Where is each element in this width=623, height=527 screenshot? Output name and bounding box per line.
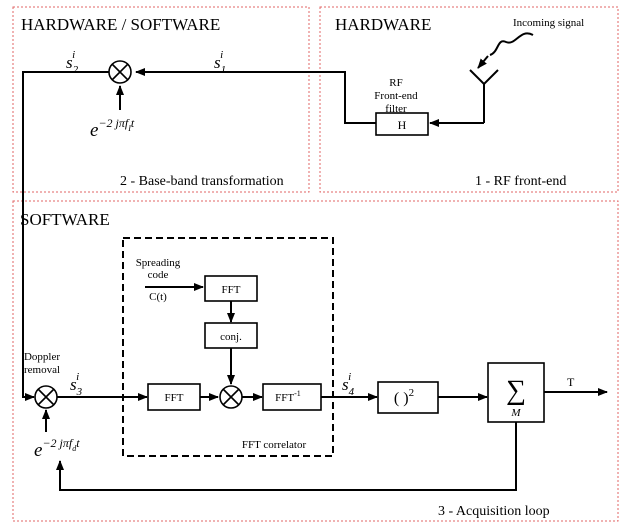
doppler-removal-label-line2: removal bbox=[24, 364, 60, 376]
incoming-signal-label: Incoming signal bbox=[513, 17, 584, 29]
conj-label: conj. bbox=[220, 331, 242, 343]
code-fft-block bbox=[204, 275, 258, 302]
feedback-loop-arrow bbox=[56, 422, 517, 491]
panel-title-hw: HARDWARE bbox=[335, 15, 431, 34]
panel-caption-baseband: 2 - Base-band transformation bbox=[120, 174, 284, 189]
spreading-code-label-line1: Spreading bbox=[136, 257, 181, 269]
doppler-exponential: e−2 jπfdt bbox=[34, 436, 80, 461]
conj-block bbox=[204, 322, 258, 349]
square-label: ( )2 bbox=[394, 387, 414, 407]
correlator-multiplier-cross-icon bbox=[222, 388, 240, 406]
doppler-removal-label-line1: Doppler bbox=[24, 351, 60, 363]
panel-software bbox=[12, 200, 619, 522]
panel-title-sw: SOFTWARE bbox=[20, 210, 110, 229]
baseband-exponential: e−2 jπfIt bbox=[90, 116, 135, 141]
antenna-icon bbox=[469, 69, 499, 123]
sum-index-label: M bbox=[510, 407, 521, 419]
incoming-signal-icon bbox=[489, 32, 534, 56]
spreading-code-label-line2: code bbox=[148, 269, 169, 281]
square-block bbox=[377, 381, 439, 414]
baseband-to-doppler-arrow bbox=[22, 71, 109, 401]
sum-block bbox=[487, 362, 545, 423]
fft-correlator-boundary bbox=[122, 237, 334, 457]
s1-label: s1i bbox=[214, 49, 226, 76]
doppler-mixer-cross-icon bbox=[37, 388, 55, 406]
s3-label: s3i bbox=[70, 371, 83, 398]
panel-caption-rf: 1 - RF front-end bbox=[475, 174, 566, 189]
sum-symbol: ∑ bbox=[506, 375, 526, 406]
baseband-mixer-cross-icon bbox=[111, 63, 129, 81]
s4-label: s4i bbox=[342, 371, 355, 398]
rf-filter-label-line3: filter bbox=[385, 103, 407, 115]
rf-filter-label-line2: Front-end bbox=[374, 90, 418, 102]
output-label: T bbox=[567, 375, 575, 389]
panel-hardware bbox=[319, 6, 619, 193]
panel-hardware-software bbox=[12, 6, 310, 193]
spreading-code-symbol: C(t) bbox=[149, 291, 167, 303]
ifft-label: FFT-1 bbox=[275, 389, 301, 404]
s2-label: s2i bbox=[66, 49, 79, 76]
incoming-signal-arrow bbox=[477, 55, 489, 69]
panel-caption-acquisition: 3 - Acquisition loop bbox=[438, 504, 550, 519]
rf-filter-block-label: H bbox=[398, 118, 407, 132]
fft-correlator-label: FFT correlator bbox=[242, 439, 307, 451]
signal-fft-label: FFT bbox=[165, 392, 184, 404]
code-fft-label: FFT bbox=[222, 284, 241, 296]
rf-filter-label-line1: RF bbox=[389, 77, 402, 89]
panel-title-hw-sw: HARDWARE / SOFTWARE bbox=[21, 15, 220, 34]
filter-to-mixer-arrow bbox=[135, 68, 376, 124]
